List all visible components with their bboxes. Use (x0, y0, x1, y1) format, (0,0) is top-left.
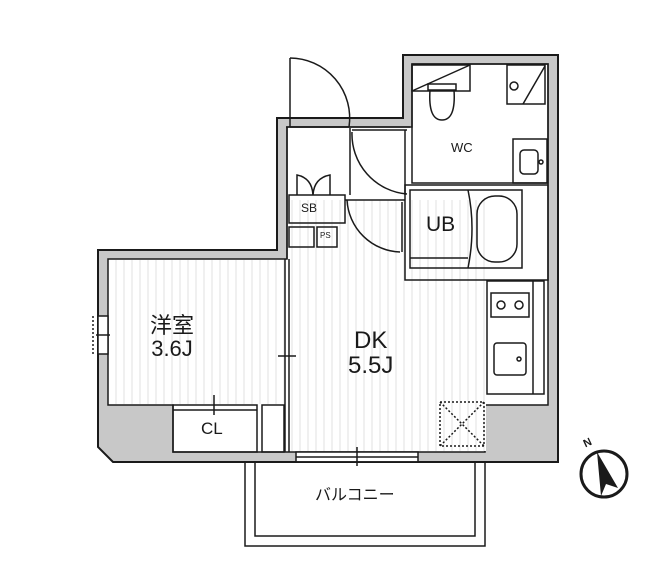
western-room-label: 洋室 3.6J (150, 314, 194, 360)
entry-door (289, 57, 351, 128)
ps-label: PS (320, 231, 331, 240)
balcony-label: バルコニー (315, 487, 395, 504)
fridge-space (439, 401, 485, 447)
western-room-size: 3.6J (151, 336, 193, 362)
wc-label: WC (451, 140, 473, 155)
balcony-outline (244, 461, 486, 547)
western-room-floor (109, 260, 285, 404)
dk-size: 5.5J (348, 352, 394, 380)
compass-icon (579, 449, 629, 499)
dk-label: DK 5.5J (348, 327, 394, 380)
dk-name: DK (354, 327, 388, 354)
western-room-name: 洋室 (150, 313, 195, 338)
kitchen-counter (486, 280, 545, 395)
ub-label: UB (426, 213, 456, 236)
sb-label: SB (301, 201, 318, 215)
cl-label: CL (201, 419, 223, 438)
wc-fixtures (411, 63, 549, 184)
unit-bath-fixtures (404, 184, 549, 281)
